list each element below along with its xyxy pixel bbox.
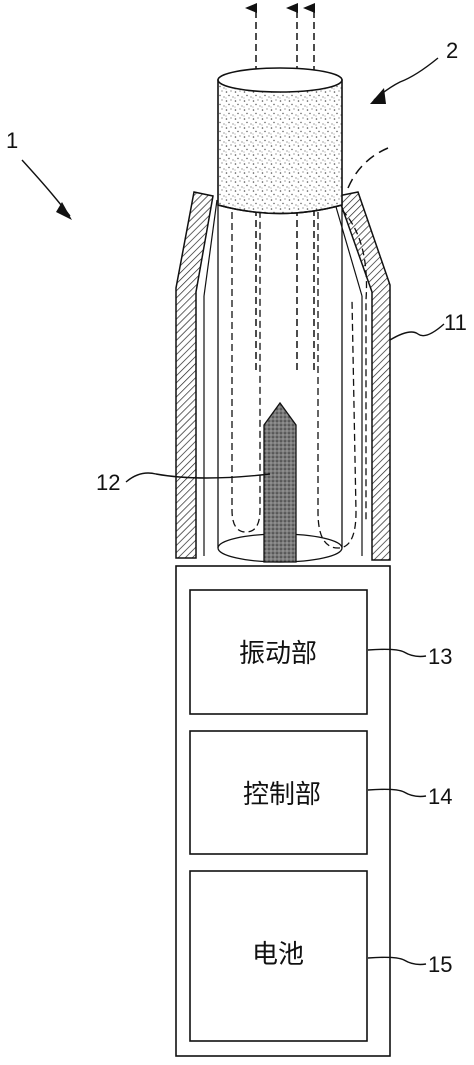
leader-lines [21,57,445,966]
leader-vibration [367,648,427,658]
ref-control-unit: 14 [428,784,452,809]
ref-battery: 15 [428,952,452,977]
holder [175,191,391,561]
leader-cartridge-arrowhead [370,88,386,104]
air-inlet-arc [347,147,389,189]
ref-holder: 11 [444,310,467,335]
leader-battery [367,956,427,966]
holder-left-inner-liner [203,199,218,297]
ref-device: 1 [6,128,18,153]
base-body [175,565,391,1057]
cartridge-filter [217,67,343,215]
filter-body [217,79,343,215]
holder-right-inner-liner [333,199,363,297]
holder-left-wall [175,191,214,559]
battery-label: 电池 [252,940,304,970]
vibration-unit-label: 振动部 [239,639,317,669]
needle-element [263,401,297,563]
battery-box [189,870,368,1042]
control-unit-label: 控制部 [243,780,321,810]
control-unit-box [189,730,368,855]
ref-cartridge: 2 [446,38,458,63]
ref-needle: 12 [96,470,120,495]
holder-right-wall [337,191,391,561]
leader-holder [389,323,445,341]
vibration-unit-box [189,589,368,715]
tube-inner-loop-right [317,212,357,549]
leader-needle [125,472,271,483]
filter-bottom-edge [217,204,343,215]
leader-device-arrowhead [56,202,72,220]
ref-vibration-unit: 13 [428,644,452,669]
leader-control [367,788,427,798]
filter-top [217,67,343,93]
tube-right-bulge [341,209,368,520]
